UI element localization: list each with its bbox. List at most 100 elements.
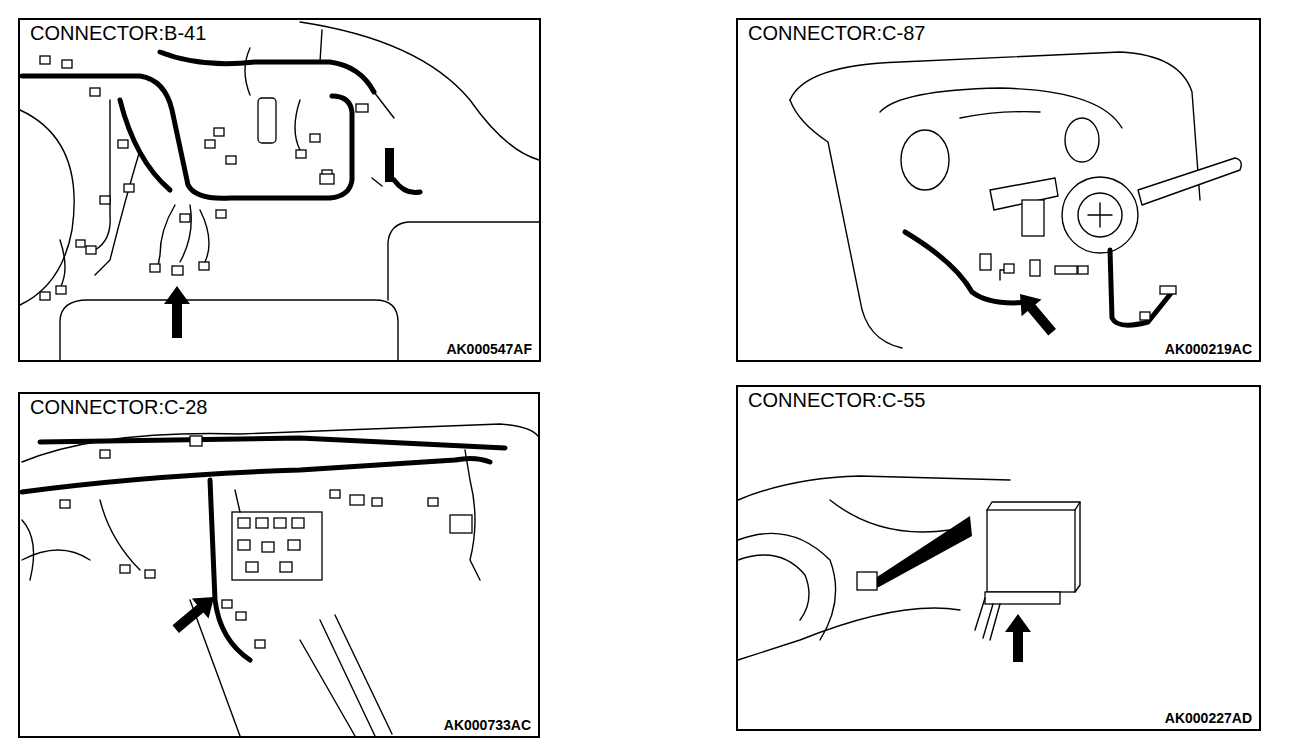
dash-harness-illustration-part bbox=[190, 436, 202, 446]
engine-bay-illustration-part bbox=[320, 30, 322, 62]
dash-harness-illustration-part bbox=[190, 600, 240, 736]
figure-code: AK000219AC bbox=[1163, 341, 1254, 357]
engine-bay-illustration-part bbox=[86, 246, 96, 254]
steering-column-illustration-part bbox=[880, 88, 1122, 128]
dash-harness-illustration-part bbox=[320, 620, 375, 736]
steering-column-illustration-part bbox=[790, 100, 902, 348]
dash-harness-illustration-part bbox=[292, 518, 304, 528]
figure-panel: CONNECTOR:C-55AK000227AD bbox=[736, 385, 1261, 731]
engine-bay-illustration-part bbox=[226, 156, 236, 164]
dash-harness-illustration-part bbox=[22, 550, 90, 560]
steering-column-illustration-part bbox=[1140, 312, 1150, 320]
engine-bay-illustration-part bbox=[372, 178, 382, 186]
engine-bay-illustration-part bbox=[180, 205, 191, 262]
ecu-location-illustration-part bbox=[877, 516, 972, 588]
engine-bay-illustration-part bbox=[258, 98, 276, 143]
engine-bay-illustration-part bbox=[40, 56, 50, 64]
engine-bay-illustration-part bbox=[124, 184, 134, 192]
steering-column-illustration-part bbox=[1065, 118, 1099, 162]
ecu-location-illustration-part bbox=[975, 598, 1000, 640]
dash-harness-illustration-part bbox=[274, 518, 286, 528]
ecu-location-illustration-part bbox=[738, 533, 836, 640]
dash-harness-illustration-part bbox=[335, 615, 392, 734]
dash-harness-illustration-part bbox=[238, 540, 250, 550]
engine-bay-illustration-part bbox=[356, 104, 368, 112]
engine-bay-illustration-part bbox=[158, 205, 175, 266]
engine-bay-illustration-part bbox=[199, 262, 209, 270]
engine-bay-illustration-part bbox=[164, 286, 190, 338]
dash-harness-illustration-part bbox=[100, 450, 110, 458]
ecu-location-illustration-part bbox=[738, 608, 960, 660]
steering-column-illustration bbox=[790, 52, 1241, 348]
dash-harness-illustration-part bbox=[222, 600, 232, 608]
ecu-location-illustration-part bbox=[738, 555, 809, 620]
engine-bay-illustration-part bbox=[180, 214, 190, 222]
steering-column-illustration-part bbox=[1030, 260, 1040, 276]
engine-bay-illustration-part bbox=[310, 134, 320, 142]
ecu-location-illustration bbox=[738, 476, 1080, 662]
dash-harness-illustration-part bbox=[60, 500, 70, 508]
figure-code: AK000733AC bbox=[442, 717, 533, 733]
dash-harness-illustration-part bbox=[232, 512, 322, 580]
panel-title: CONNECTOR:C-28 bbox=[28, 396, 209, 419]
steering-column-illustration-part bbox=[1078, 266, 1088, 274]
dash-harness-illustration-part bbox=[350, 495, 364, 505]
steering-column-illustration-part bbox=[1078, 193, 1122, 237]
steering-column-illustration-part bbox=[1160, 286, 1176, 294]
figure-panel: CONNECTOR:B-41AK000547AF bbox=[18, 18, 541, 362]
engine-bay-illustration-part bbox=[95, 100, 110, 250]
steering-column-illustration-part bbox=[1088, 203, 1112, 227]
dash-harness-illustration-part bbox=[235, 490, 240, 512]
dash-harness-illustration-part bbox=[262, 542, 274, 552]
steering-column-illustration-part bbox=[1138, 158, 1241, 205]
engine-bay-illustration-part bbox=[214, 128, 224, 136]
dash-harness-illustration-part bbox=[255, 640, 265, 648]
dash-harness-illustration-part bbox=[22, 424, 538, 462]
engine-bay-illustration-part bbox=[40, 292, 50, 300]
panel-title: CONNECTOR:C-55 bbox=[746, 389, 927, 412]
steering-column-illustration-part bbox=[905, 232, 1030, 303]
ecu-location-illustration-part bbox=[857, 572, 877, 590]
engine-bay-illustration-part bbox=[320, 174, 334, 184]
engine-bay-illustration-part bbox=[118, 140, 128, 148]
dash-harness-illustration-part bbox=[256, 518, 268, 528]
ecu-location-illustration-part bbox=[1005, 614, 1031, 662]
engine-bay-illustration-part bbox=[150, 264, 160, 272]
panel-title: CONNECTOR:B-41 bbox=[28, 22, 208, 45]
dash-harness-illustration-part bbox=[167, 587, 222, 639]
dash-harness-illustration-part bbox=[372, 498, 382, 506]
dash-harness-illustration-part bbox=[450, 515, 472, 533]
dash-harness-illustration-part bbox=[145, 570, 155, 578]
steering-column-illustration-part bbox=[1062, 177, 1138, 253]
engine-bay-illustration-part bbox=[216, 210, 226, 218]
figure-code: AK000547AF bbox=[444, 341, 534, 357]
engine-bay-illustration-part bbox=[22, 76, 352, 198]
steering-column-illustration-part bbox=[1010, 286, 1062, 341]
steering-column-illustration-part bbox=[790, 52, 1200, 200]
engine-bay-illustration-part bbox=[76, 240, 85, 247]
dash-harness-illustration-part bbox=[236, 612, 246, 620]
engine-bay-illustration-part bbox=[95, 150, 140, 275]
dash-harness-illustration-part bbox=[428, 498, 438, 506]
engine-bay-illustration-part bbox=[172, 266, 183, 275]
ecu-location-illustration-part bbox=[830, 500, 950, 532]
engine-bay-illustration-part bbox=[245, 48, 250, 95]
dash-harness-illustration-part bbox=[120, 565, 130, 573]
engine-bay-illustration-part bbox=[394, 180, 420, 193]
engine-bay-illustration-part bbox=[20, 110, 74, 305]
steering-column-illustration-part bbox=[1055, 266, 1077, 274]
engine-bay-illustration bbox=[20, 22, 539, 360]
engine-bay-illustration-part bbox=[374, 92, 394, 118]
steering-column-illustration-part bbox=[901, 130, 949, 190]
figure-panel: CONNECTOR:C-28AK000733AC bbox=[18, 392, 540, 738]
engine-bay-illustration-part bbox=[385, 148, 394, 182]
engine-bay-illustration-part bbox=[56, 286, 66, 294]
engine-bay-illustration-part bbox=[60, 240, 65, 288]
dash-harness-illustration-part bbox=[280, 562, 292, 572]
ecu-location-illustration-part bbox=[1075, 502, 1080, 510]
engine-bay-illustration-part bbox=[295, 100, 300, 150]
dash-harness-illustration-part bbox=[330, 490, 340, 498]
